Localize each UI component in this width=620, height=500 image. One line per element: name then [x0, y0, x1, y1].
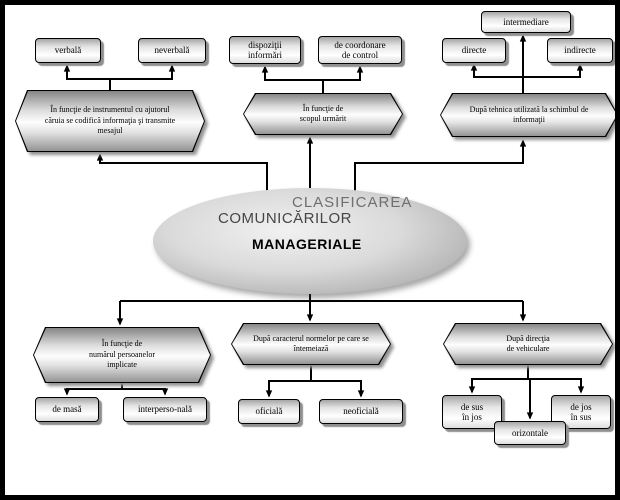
- node-neverbala-label: neverbală: [154, 45, 190, 56]
- criterion-norme-shape: După caracterul normelor pe care se înte…: [231, 323, 391, 365]
- node-neoficiala-label: neoficială: [343, 406, 379, 417]
- node-neverbala: neverbală: [138, 38, 206, 63]
- criterion-scop-label: În funcţie de scopul urmărit: [299, 103, 347, 123]
- node-de-sus-in-jos-label: de sus în jos: [460, 401, 484, 422]
- node-de-sus-in-jos: de sus în jos: [442, 395, 502, 429]
- node-oficiala: oficială: [238, 399, 300, 424]
- criterion-numar-persoane-label: În funcţie de numărul persoanelor implic…: [89, 339, 155, 370]
- criterion-instrument-label: În funcţie de instrumentul cu ajutorul c…: [44, 105, 176, 136]
- node-orizontale: orizontale: [494, 421, 566, 445]
- node-indirecte: indirecte: [547, 38, 613, 63]
- node-de-masa: de masă: [35, 397, 99, 422]
- node-de-masa-label: de masă: [52, 404, 82, 415]
- node-indirecte-label: indirecte: [564, 45, 596, 56]
- criterion-numar-persoane: În funcţie de numărul persoanelor implic…: [33, 327, 211, 383]
- connector-lines: [63, 34, 585, 420]
- criterion-norme-label: După caracterul normelor pe care se înte…: [253, 333, 369, 353]
- node-interpersonala-label: interperso-nală: [138, 404, 192, 415]
- criterion-tehnica: După tehnica utilizată la schimbul de in…: [440, 93, 618, 137]
- criterion-tehnica-shape: După tehnica utilizată la schimbul de in…: [440, 93, 618, 137]
- criterion-directie-shape: După direcţia de vehiculare: [443, 323, 613, 365]
- node-directe: directe: [442, 38, 506, 63]
- node-coordonare-control: de coordonare de control: [318, 36, 402, 64]
- criterion-tehnica-label: După tehnica utilizată la schimbul de in…: [469, 104, 589, 124]
- title-line3: MANAGERIALE: [252, 236, 362, 252]
- criterion-instrument: În funcţie de instrumentul cu ajutorul c…: [15, 90, 205, 152]
- central-ellipse: [153, 188, 467, 294]
- node-intermediare-label: intermediare: [503, 16, 549, 27]
- node-interpersonala: interperso-nală: [123, 397, 207, 422]
- node-directe-label: directe: [461, 45, 487, 56]
- node-orizontale-label: orizontale: [512, 427, 548, 438]
- criterion-scop: În funcţie de scopul urmărit: [243, 93, 403, 135]
- node-dispozitii-informari: dispoziţii informări: [229, 36, 301, 64]
- title-line2: COMUNICĂRILOR: [218, 210, 353, 227]
- node-intermediare: intermediare: [481, 11, 571, 33]
- criterion-numar-persoane-shape: În funcţie de numărul persoanelor implic…: [33, 327, 211, 383]
- node-de-jos-in-sus-label: de jos în sus: [570, 401, 592, 422]
- node-coordonare-control-label: de coordonare de control: [334, 39, 386, 60]
- node-oficiala-label: oficială: [255, 406, 283, 417]
- title-line1: CLASIFICAREA: [292, 194, 413, 211]
- node-dispozitii-informari-label: dispoziţii informări: [248, 39, 282, 60]
- criterion-directie-label: După direcţia de vehiculare: [506, 333, 550, 353]
- criterion-instrument-shape: În funcţie de instrumentul cu ajutorul c…: [15, 90, 205, 152]
- node-verbala-label: verbală: [54, 45, 82, 56]
- criterion-scop-shape: În funcţie de scopul urmărit: [243, 93, 403, 135]
- criterion-directie: După direcţia de vehiculare: [443, 323, 613, 365]
- node-neoficiala: neoficială: [319, 399, 403, 424]
- node-verbala: verbală: [35, 38, 101, 63]
- criterion-norme: După caracterul normelor pe care se înte…: [231, 323, 391, 365]
